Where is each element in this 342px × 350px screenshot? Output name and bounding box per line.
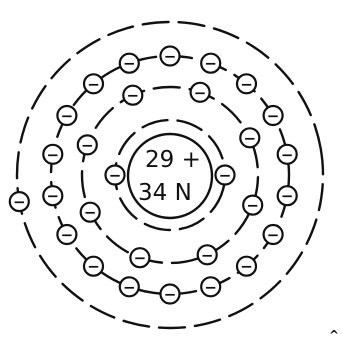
electron-minus-icon: − <box>127 87 140 105</box>
electron: − <box>78 135 97 154</box>
electron-minus-icon: − <box>164 286 177 304</box>
electron-minus-icon: − <box>246 197 259 215</box>
electron: − <box>278 145 297 164</box>
electron: − <box>43 186 62 205</box>
electron: − <box>81 203 100 222</box>
electron: − <box>161 285 180 304</box>
electron-minus-icon: − <box>61 107 74 125</box>
electron-minus-icon: − <box>219 167 232 185</box>
electron-minus-icon: − <box>84 204 97 222</box>
electron-minus-icon: − <box>164 48 177 66</box>
corner-mark: ^ <box>329 328 339 342</box>
electron-minus-icon: − <box>47 146 60 164</box>
electron-minus-icon: − <box>87 258 100 276</box>
electron: − <box>123 86 142 105</box>
electron: − <box>201 54 220 73</box>
electron: − <box>57 106 76 125</box>
electron-minus-icon: − <box>267 226 280 244</box>
electron: − <box>237 74 256 93</box>
electron: − <box>264 225 283 244</box>
electron-minus-icon: − <box>61 226 74 244</box>
electron: − <box>198 245 217 264</box>
neutron-count-label: 34 N <box>138 180 192 206</box>
electron: − <box>243 196 262 215</box>
electron: − <box>130 248 149 267</box>
nucleus: 29 + 34 N <box>128 134 212 218</box>
electron: − <box>10 192 29 211</box>
electrons: −−−−−−−−−−−−−−−−−−−−−−−−−−−−− <box>10 47 297 304</box>
electron: − <box>106 166 125 185</box>
electron-minus-icon: − <box>134 249 147 267</box>
electron: − <box>191 83 210 102</box>
orbit-shell-2 <box>55 60 284 289</box>
electron: − <box>84 74 103 93</box>
electron: − <box>216 166 235 185</box>
electron: − <box>120 277 139 296</box>
electron: − <box>43 145 62 164</box>
electron-minus-icon: − <box>281 146 294 164</box>
orbit-shell-3 <box>36 41 305 310</box>
electron-minus-icon: − <box>109 167 122 185</box>
electron: − <box>201 277 220 296</box>
electron-minus-icon: − <box>47 187 60 205</box>
electron: − <box>84 257 103 276</box>
electron: − <box>264 106 283 125</box>
electron-minus-icon: − <box>244 129 257 147</box>
electron-minus-icon: − <box>267 107 280 125</box>
electron-minus-icon: − <box>204 55 217 73</box>
electron: − <box>57 225 76 244</box>
electron: − <box>240 128 259 147</box>
proton-count-label: 29 + <box>145 147 201 173</box>
electron-minus-icon: − <box>123 55 136 73</box>
electron-minus-icon: − <box>240 75 253 93</box>
electron: − <box>237 257 256 276</box>
electron-minus-icon: − <box>81 136 94 154</box>
electron-minus-icon: − <box>204 278 217 296</box>
electron-minus-icon: − <box>87 75 100 93</box>
electron: − <box>161 47 180 66</box>
electron: − <box>120 54 139 73</box>
electron: − <box>278 186 297 205</box>
electron-minus-icon: − <box>123 278 136 296</box>
electron-minus-icon: − <box>201 246 214 264</box>
electron-minus-icon: − <box>13 193 26 211</box>
electron-minus-icon: − <box>240 258 253 276</box>
electron-minus-icon: − <box>194 84 207 102</box>
electron-minus-icon: − <box>281 187 294 205</box>
